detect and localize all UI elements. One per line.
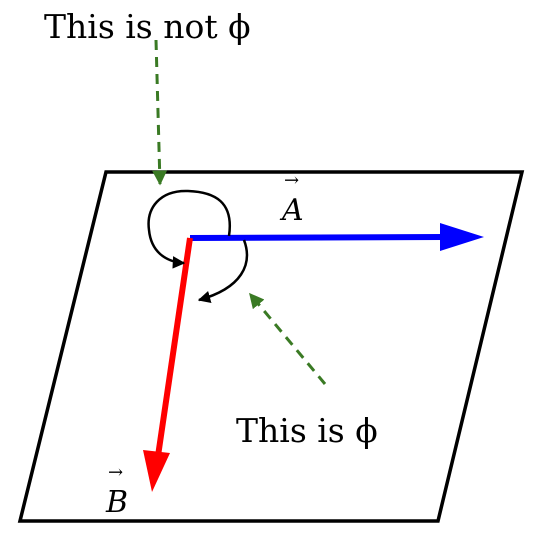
vector-b-shaft [155,237,193,457]
vector-a-arrow-icon: → [284,170,300,191]
label-this-is-phi: This is ϕ [236,411,378,450]
reflex-angle-arc [147,189,232,269]
label-this-is-not-phi: This is not ϕ [44,7,251,46]
vector-a-shaft [189,234,445,241]
vector-a-head [440,223,484,251]
phi-angle-arc [197,239,249,303]
vector-a-label: A [282,193,304,228]
vector-b-head [143,450,170,492]
vector-b-label: B [106,485,129,520]
vector-b-arrow-icon: → [108,462,124,483]
pointer-phi [248,292,327,385]
plane [17,170,525,523]
pointer-not-phi [152,39,168,186]
